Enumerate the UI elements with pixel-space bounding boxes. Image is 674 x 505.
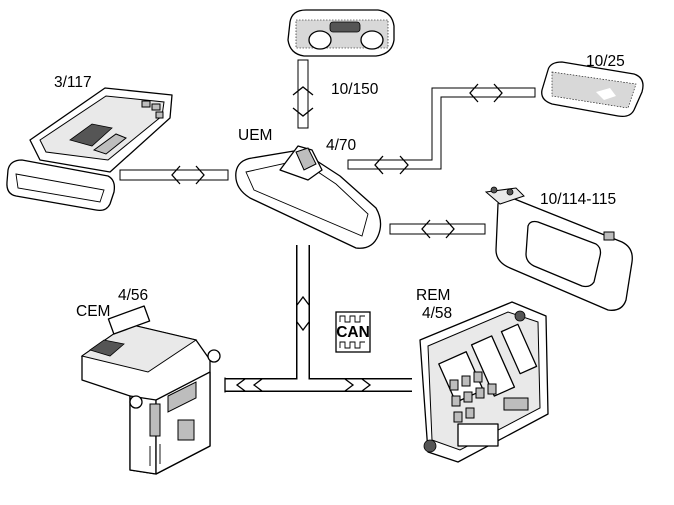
overhead-console-mirror (6, 87, 173, 212)
can-bus (224, 245, 412, 393)
label-cem: CEM (76, 303, 110, 320)
can-label: CAN (336, 324, 370, 341)
label-4-56: 4/56 (118, 287, 148, 304)
link-uem-overhead (292, 59, 314, 129)
can-symbol: CAN (335, 311, 371, 353)
cem-module (80, 305, 221, 475)
rem-fuse-grid (449, 371, 497, 423)
label-rem: REM (416, 287, 450, 304)
link-uem-mirror (119, 165, 229, 185)
overhead-light (287, 9, 395, 57)
label-10-25: 10/25 (586, 53, 625, 70)
link-uem-visor (389, 219, 486, 239)
rem-module (419, 301, 549, 463)
label-4-70: 4/70 (326, 137, 357, 154)
label-3-117: 3/117 (54, 74, 92, 91)
label-10-114-115: 10/114-115 (540, 191, 616, 208)
link-uem-readinglight (347, 83, 536, 175)
sun-visor (484, 186, 633, 311)
label-4-58: 4/58 (422, 305, 452, 322)
uem-mirror (235, 145, 382, 249)
label-10-150: 10/150 (331, 81, 379, 98)
label-uem: UEM (238, 127, 272, 144)
reading-light (541, 61, 644, 118)
